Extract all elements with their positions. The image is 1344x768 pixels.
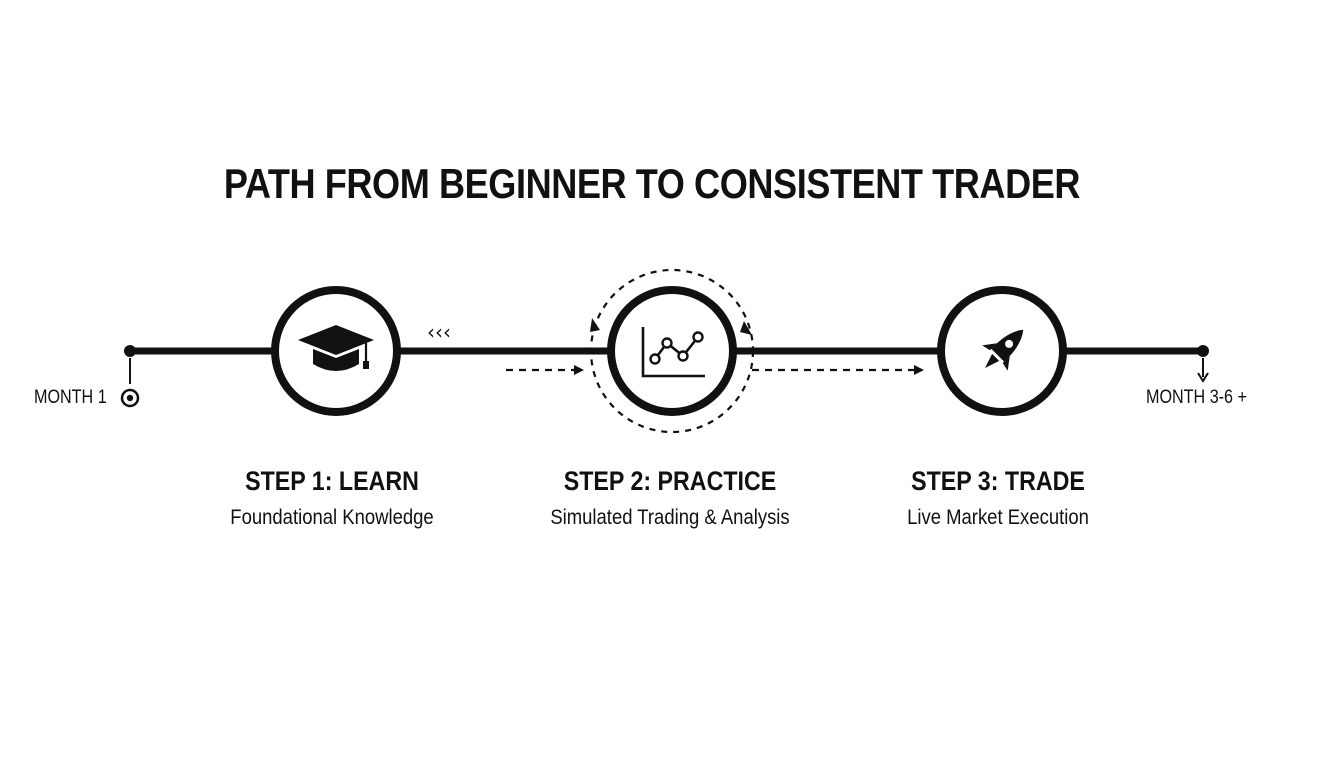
step-subtitle: Simulated Trading & Analysis [550, 506, 790, 529]
step-1-caption: STEP 1: LEARN Foundational Knowledge [152, 465, 512, 532]
end-down-arrow-icon [1197, 358, 1209, 383]
step-3-node [937, 286, 1067, 416]
back-chevrons: ‹‹‹ [427, 320, 451, 344]
step-title: STEP 2: PRACTICE [563, 466, 777, 496]
target-icon [120, 388, 140, 408]
step-2-caption: STEP 2: PRACTICE Simulated Trading & Ana… [490, 465, 850, 532]
step-subtitle: Foundational Knowledge [230, 506, 434, 529]
month-start-label: MONTH 1 [34, 387, 107, 408]
step-3-caption: STEP 3: TRADE Live Market Execution [818, 465, 1178, 532]
cycle-orbit [589, 268, 755, 434]
step-title: STEP 1: LEARN [245, 466, 419, 496]
step-1-node [271, 286, 401, 416]
month-end-label: MONTH 3-6 + [1146, 387, 1247, 408]
timeline-start-dot [124, 345, 136, 357]
graduation-cap-icon [298, 325, 374, 371]
step-2-node [589, 268, 755, 434]
step-subtitle: Live Market Execution [907, 506, 1089, 529]
cycle-arrow-left-icon [590, 318, 600, 332]
page-title: PATH FROM BEGINNER TO CONSISTENT TRADER [223, 160, 1081, 207]
line-chart-icon [641, 327, 705, 378]
step-title: STEP 3: TRADE [911, 466, 1085, 496]
timeline-end-dot [1197, 345, 1209, 357]
cycle-arrow-right-icon [740, 321, 752, 335]
